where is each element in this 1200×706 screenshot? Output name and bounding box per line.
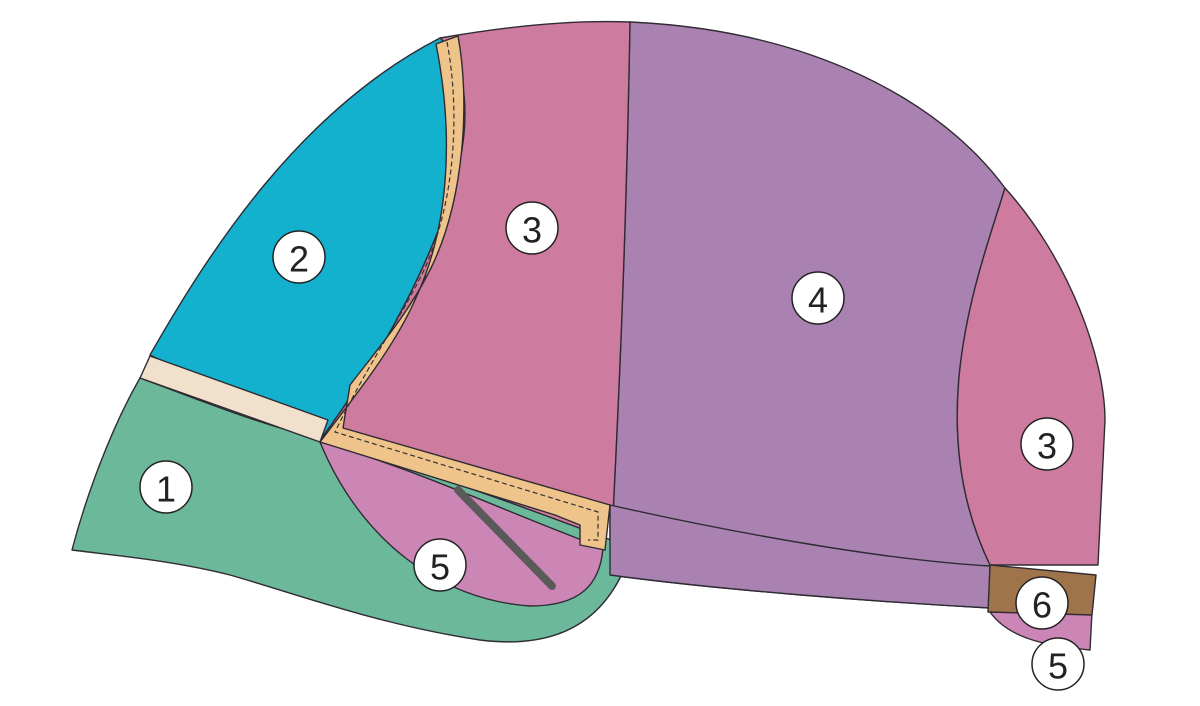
label-panel-3-front: 3 [505, 201, 559, 255]
svg-text:1: 1 [156, 469, 176, 510]
label-panel-2: 2 [272, 230, 326, 284]
svg-text:3: 3 [522, 210, 542, 251]
zipper-line [454, 486, 556, 590]
svg-text:3: 3 [1037, 426, 1057, 467]
svg-text:5: 5 [430, 547, 450, 588]
svg-text:4: 4 [808, 280, 828, 321]
label-panel-5-side: 5 [413, 538, 467, 592]
svg-text:5: 5 [1048, 646, 1068, 687]
label-panel-3-back: 3 [1020, 417, 1074, 471]
label-panel-4: 4 [791, 271, 845, 325]
svg-text:6: 6 [1032, 585, 1052, 626]
label-panel-5-back: 5 [1031, 637, 1085, 691]
label-panel-1: 1 [139, 460, 193, 514]
label-panel-6: 6 [1015, 576, 1069, 630]
piping-stitch [334, 41, 599, 541]
piping-strip [319, 35, 611, 551]
svg-text:2: 2 [289, 239, 309, 280]
